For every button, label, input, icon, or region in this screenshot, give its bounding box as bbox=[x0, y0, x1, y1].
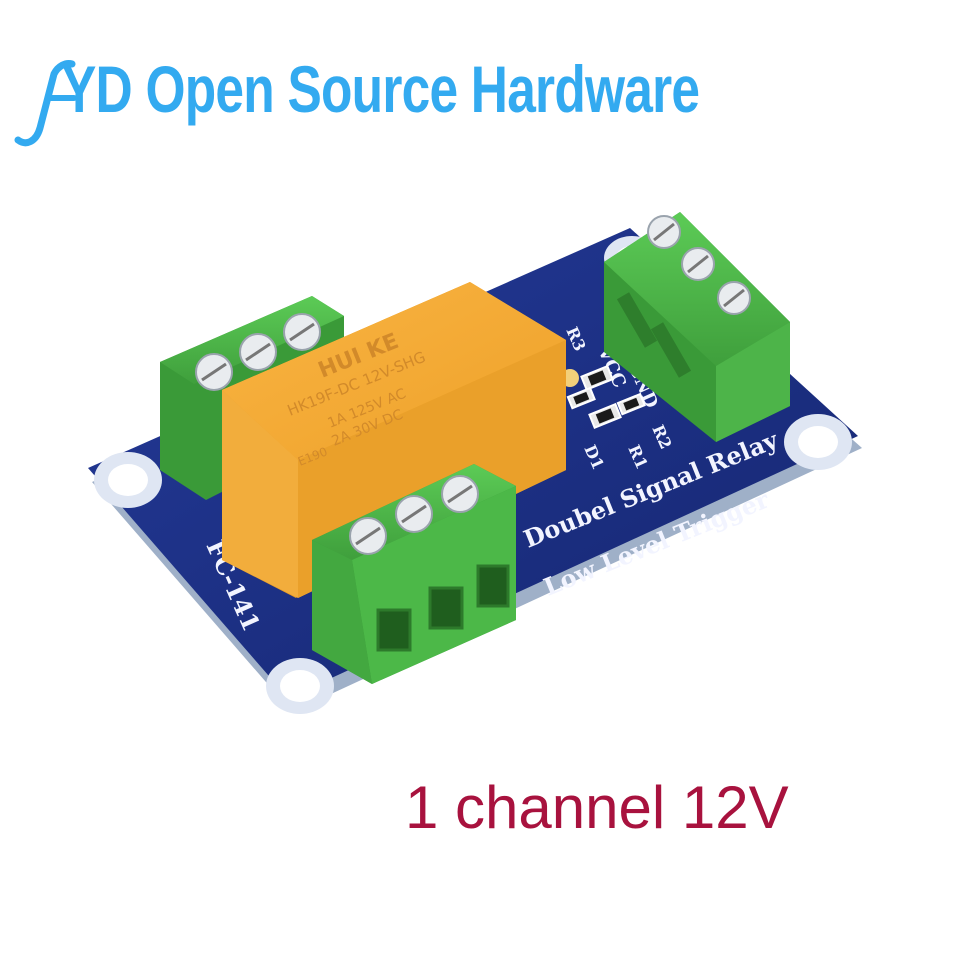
terminal-block-front bbox=[312, 464, 516, 684]
product-caption: 1 channel 12V bbox=[405, 774, 789, 841]
terminal-block-right bbox=[604, 212, 790, 442]
brand-title: YD Open Source Hardware bbox=[62, 52, 700, 126]
brand-logo-icon bbox=[14, 60, 77, 147]
